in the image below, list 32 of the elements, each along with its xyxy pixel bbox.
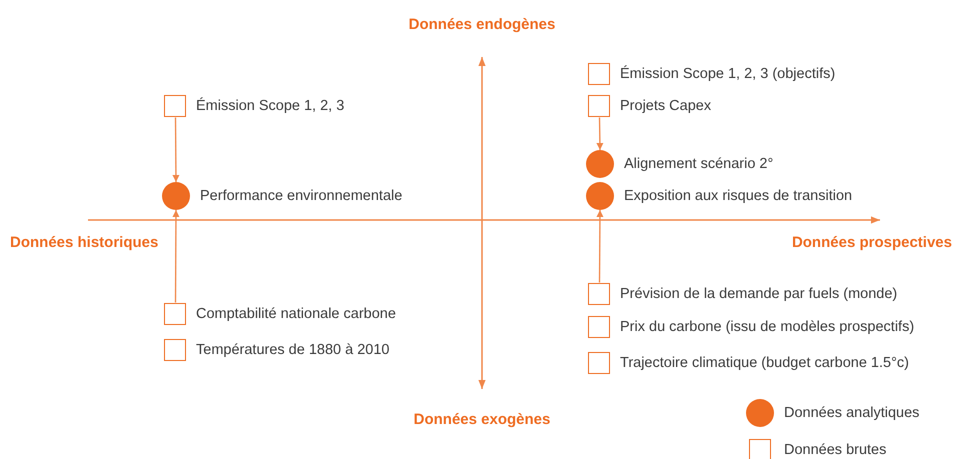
axis-label: Données endogènes — [408, 16, 556, 33]
analytic-data-dot — [586, 182, 614, 210]
item-label: Prévision de la demande par fuels (monde) — [620, 286, 898, 302]
item-label: Températures de 1880 à 2010 — [196, 342, 390, 358]
raw-data-square — [588, 63, 610, 85]
axis-label: Données exogènes — [414, 411, 550, 428]
arrow — [172, 210, 180, 302]
raw-data-square — [164, 95, 186, 117]
axis-label: Données historiques — [10, 234, 158, 251]
item-label: Performance environnementale — [200, 188, 402, 204]
legend-label: Données brutes — [784, 442, 886, 458]
analytic-data-dot — [586, 150, 614, 178]
raw-data-square — [588, 316, 610, 338]
legend-label: Données analytiques — [784, 406, 920, 420]
arrow — [172, 118, 180, 182]
item-label: Émission Scope 1, 2, 3 — [196, 98, 344, 114]
item-label: Exposition aux risques de transition — [624, 188, 852, 204]
item-label: Alignement scénario 2° — [624, 156, 774, 172]
raw-data-square — [588, 283, 610, 305]
item-label: Émission Scope 1, 2, 3 (objectifs) — [620, 66, 836, 82]
item-label: Projets Capex — [620, 98, 712, 114]
raw-data-square — [164, 303, 186, 325]
raw-data-square — [164, 339, 186, 361]
raw-data-square — [588, 352, 610, 374]
item-label: Comptabilité nationale carbone — [196, 306, 396, 322]
axis-label: Données prospectives — [792, 234, 952, 251]
analytic-data-dot — [162, 182, 190, 210]
item-label: Trajectoire climatique (budget carbone 1.5°c) — [620, 356, 909, 370]
item-label: Prix du carbone (issu de modèles prospectifs) — [620, 320, 914, 334]
arrow — [596, 117, 604, 150]
arrow — [596, 210, 604, 282]
raw-data-square — [588, 95, 610, 117]
